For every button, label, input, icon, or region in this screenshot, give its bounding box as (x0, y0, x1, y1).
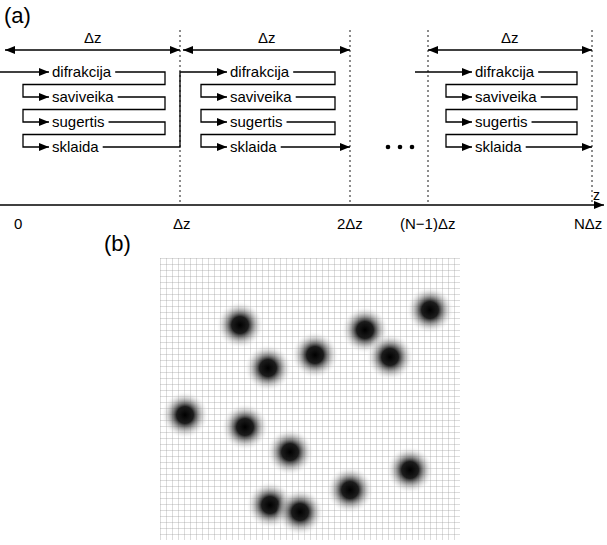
step-length: Δz (501, 30, 519, 47)
block-boundary (592, 30, 593, 205)
step-arrow (5, 49, 180, 50)
step-arrow (183, 49, 350, 50)
process-step: sklaida (52, 139, 99, 156)
flow-arrow (0, 71, 49, 72)
axis-tick-label: Δz (173, 216, 191, 233)
process-step: saviveika (230, 89, 292, 106)
process-step: difrakcija (475, 64, 534, 81)
process-step: sklaida (475, 139, 522, 156)
flow-arrow (415, 71, 472, 72)
step-length: Δz (84, 30, 102, 47)
computation-grid (160, 258, 460, 540)
process-step: saviveika (475, 89, 537, 106)
process-step: sugertis (230, 114, 283, 131)
step-arrow (428, 49, 592, 50)
axis-tick-label: 2Δz (337, 216, 363, 233)
block-boundary (428, 30, 429, 205)
process-step: sklaida (230, 139, 277, 156)
axis-name: z (593, 188, 600, 203)
beam-spots (161, 286, 454, 536)
process-step: sugertis (52, 114, 105, 131)
process-step: saviveika (52, 89, 114, 106)
ellipsis-dots (386, 145, 415, 150)
z-axis (0, 204, 604, 205)
panel-letter: (a) (4, 4, 31, 28)
grid-ground (160, 258, 460, 540)
process-step: difrakcija (52, 64, 111, 81)
block-boundary (350, 30, 351, 205)
flow-arrow (281, 146, 350, 147)
axis-tick-label: (N−1)Δz (400, 216, 455, 233)
step-length: Δz (258, 30, 276, 47)
panel-letter: (b) (104, 232, 131, 256)
flow-arrow (526, 146, 592, 147)
process-step: difrakcija (230, 64, 289, 81)
process-step: sugertis (475, 114, 528, 131)
axis-tick-label: NΔz (574, 216, 602, 233)
axis-tick-label: 0 (14, 216, 22, 233)
